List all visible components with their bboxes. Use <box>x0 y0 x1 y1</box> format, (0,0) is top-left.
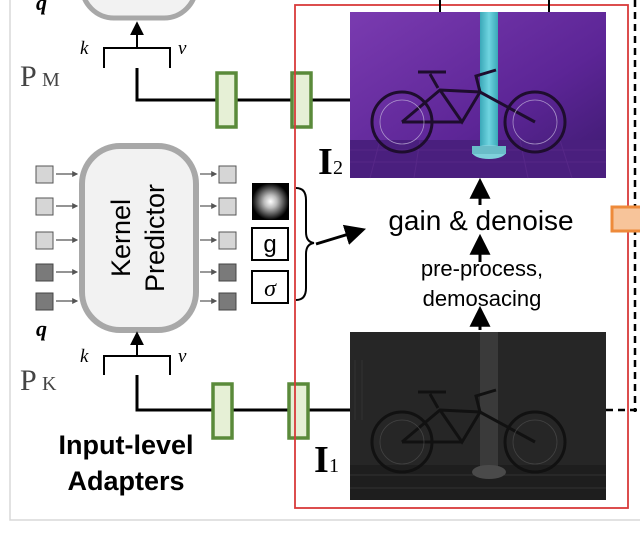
adapters-title-line2: Adapters <box>67 466 184 496</box>
gain-param-box: g <box>251 227 289 261</box>
gaussian-kernel-icon <box>252 183 289 220</box>
adapters-title-line1: Input-level <box>58 430 193 460</box>
svg-text:I: I <box>318 141 333 183</box>
param-brace <box>295 187 315 301</box>
outer-frame <box>9 0 640 521</box>
pk-label: P K <box>20 364 57 397</box>
svg-text:I: I <box>314 439 329 481</box>
preprocess-label-line1: pre-process, <box>421 256 543 281</box>
svg-text:P: P <box>20 364 37 397</box>
bottom-adapter-line <box>135 375 352 412</box>
adapter-bottom-2 <box>287 382 310 440</box>
orange-module-block <box>610 205 640 233</box>
k-label-top: k <box>80 38 89 59</box>
svg-text:M: M <box>42 69 60 91</box>
svg-text:1: 1 <box>329 455 339 477</box>
top-kernel-predictor <box>82 0 196 21</box>
top-adapter-line <box>135 68 352 102</box>
top-cropped-arrows <box>439 0 550 12</box>
q-label-top: q <box>36 0 47 15</box>
v-label-mid: v <box>178 346 187 367</box>
kv-arrows-top <box>103 21 171 68</box>
isp-pipeline-frame <box>294 4 629 509</box>
svg-text:P: P <box>20 60 37 93</box>
kernel-label-line2: Predictor <box>140 184 170 292</box>
k-label-mid: k <box>80 346 89 367</box>
gain-denoise-label: gain & denoise <box>388 205 573 236</box>
i1-label: I 1 <box>314 439 339 481</box>
pm-label: P M <box>20 60 60 93</box>
kernel-label-line1: Kernel <box>106 199 136 277</box>
param-arrow <box>315 224 367 246</box>
kernel-predictor <box>79 143 199 333</box>
svg-text:2: 2 <box>333 157 343 179</box>
adapter-top-2 <box>290 71 313 129</box>
preprocess-label-line2: demosacing <box>423 286 542 311</box>
enhanced-image-i2 <box>350 12 606 179</box>
output-tokens <box>200 165 237 311</box>
q-label-mid: q <box>36 316 47 341</box>
gain-symbol: g <box>263 231 276 258</box>
adapter-top-1 <box>215 71 238 129</box>
sigma-symbol: σ <box>264 276 277 302</box>
i2-label: I 2 <box>318 141 343 183</box>
raw-image-i1 <box>350 332 606 500</box>
v-label-top: v <box>178 38 187 59</box>
adapter-bottom-1 <box>211 382 234 440</box>
noise-param-box: σ <box>251 270 289 304</box>
svg-text:K: K <box>42 373 57 395</box>
kv-arrows-mid <box>103 331 171 375</box>
input-tokens <box>35 165 79 311</box>
